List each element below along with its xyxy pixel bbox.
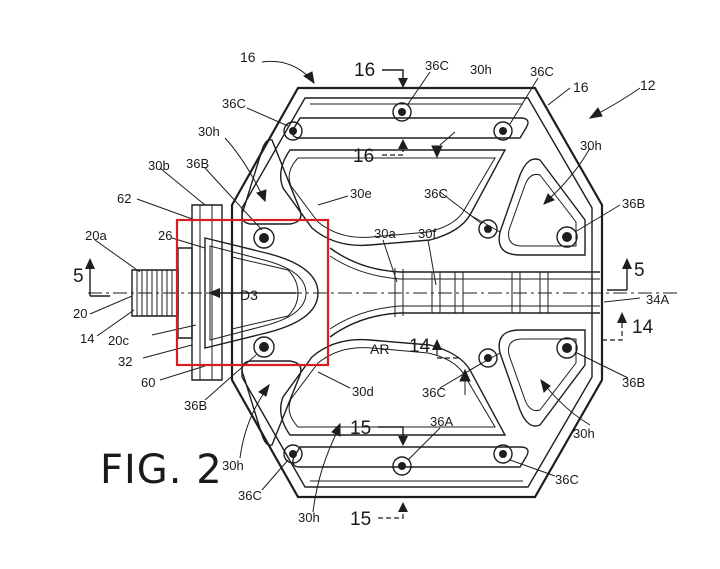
section-15-bottom: 15 xyxy=(350,509,371,530)
pin-36c-bottom-left xyxy=(283,444,303,464)
label-30e: 30e xyxy=(350,186,372,201)
pin-36c-bottom-right xyxy=(493,444,513,464)
pin-36b-right-upper xyxy=(556,226,578,248)
label-14: 14 xyxy=(80,331,94,346)
label-30a: 30a xyxy=(374,226,396,241)
label-30h-top: 30h xyxy=(470,62,492,77)
label-30d: 30d xyxy=(352,384,374,399)
section-14-right: 14 xyxy=(632,317,654,338)
highlight-box xyxy=(175,218,330,367)
label-30h-lower-left: 30h xyxy=(222,458,244,473)
label-36c-right-lower: 36C xyxy=(422,385,446,400)
pin-36b-left-upper xyxy=(253,227,275,249)
pedal-inner-frame xyxy=(241,117,600,468)
label-36a: 36A xyxy=(430,414,453,429)
label-62: 62 xyxy=(117,191,131,206)
label-30h-upper-left: 30h xyxy=(198,124,220,139)
section-5-left: 5 xyxy=(73,266,84,287)
label-36c-top-left: 36C xyxy=(222,96,246,111)
label-26: 26 xyxy=(158,228,172,243)
label-20: 20 xyxy=(73,306,87,321)
label-16-right: 16 xyxy=(573,79,589,95)
section-5-right: 5 xyxy=(634,260,645,281)
reference-labels: 16 16 12 16 16 15 15 5 5 14 14 36C 36C 3… xyxy=(73,49,669,530)
label-30h-lower-right: 30h xyxy=(573,426,595,441)
label-36c-right-upper: 36C xyxy=(424,186,448,201)
figure-title: FIG. 2 xyxy=(100,447,223,493)
label-36b-lower-left: 36B xyxy=(184,398,207,413)
section-15-mid: 15 xyxy=(350,418,371,439)
section-16-top: 16 xyxy=(354,60,375,81)
label-36b-lower-right: 36B xyxy=(622,375,645,390)
label-12: 12 xyxy=(640,77,656,93)
label-30f: 30f xyxy=(418,226,436,241)
pin-36c-right-lower xyxy=(478,348,498,368)
label-20c: 20c xyxy=(108,333,129,348)
label-32: 32 xyxy=(118,354,132,369)
label-36c-top-mid: 36C xyxy=(425,58,449,73)
pin-36c-top-right xyxy=(493,121,513,141)
label-36b-upper-left: 36B xyxy=(186,156,209,171)
section-markers xyxy=(85,69,632,519)
label-ar: AR xyxy=(370,341,389,357)
label-36c-bottom-right: 36C xyxy=(555,472,579,487)
label-30b: 30b xyxy=(148,158,170,173)
pin-36b-left-lower xyxy=(253,336,275,358)
label-36c-bottom-left: 36C xyxy=(238,488,262,503)
label-60: 60 xyxy=(141,375,155,390)
label-36b-upper-right: 36B xyxy=(622,196,645,211)
label-16-top: 16 xyxy=(240,49,256,65)
section-16-mid: 16 xyxy=(353,146,374,167)
pin-36c-right-upper xyxy=(478,219,498,239)
section-14-mid: 14 xyxy=(409,336,431,357)
label-36c-top-right: 36C xyxy=(530,64,554,79)
label-30h-upper-right: 30h xyxy=(580,138,602,153)
label-20a: 20a xyxy=(85,228,107,243)
label-30h-bottom: 30h xyxy=(298,510,320,525)
pin-group xyxy=(253,102,578,476)
label-34a: 34A xyxy=(646,292,669,307)
pin-36c-top-mid xyxy=(392,102,412,122)
label-d3: D3 xyxy=(240,287,258,303)
pin-36a-bottom-mid xyxy=(392,456,412,476)
pin-36c-top-left xyxy=(283,121,303,141)
pin-36b-right-lower xyxy=(556,337,578,359)
leader-lines xyxy=(89,60,641,513)
